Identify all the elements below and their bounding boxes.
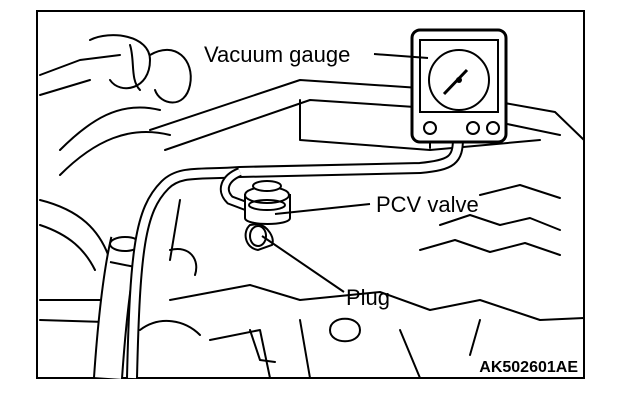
vacuum-gauge-leader <box>373 53 429 59</box>
gauge-knob-left <box>423 121 437 135</box>
plug-leader <box>261 235 345 293</box>
gauge-knob-right <box>486 121 500 135</box>
plug <box>244 222 274 252</box>
pcv-valve-leader <box>274 203 371 215</box>
engine-illustration <box>39 34 585 379</box>
gauge-knob-mid <box>466 121 480 135</box>
vacuum-gauge-label: Vacuum gauge <box>204 42 350 67</box>
pcv-valve-label: PCV valve <box>376 192 479 217</box>
pcv-valve <box>244 180 291 225</box>
plug-label: Plug <box>346 285 390 310</box>
vacuum-gauge <box>410 28 508 144</box>
figure-code: AK502601AE <box>479 359 578 376</box>
